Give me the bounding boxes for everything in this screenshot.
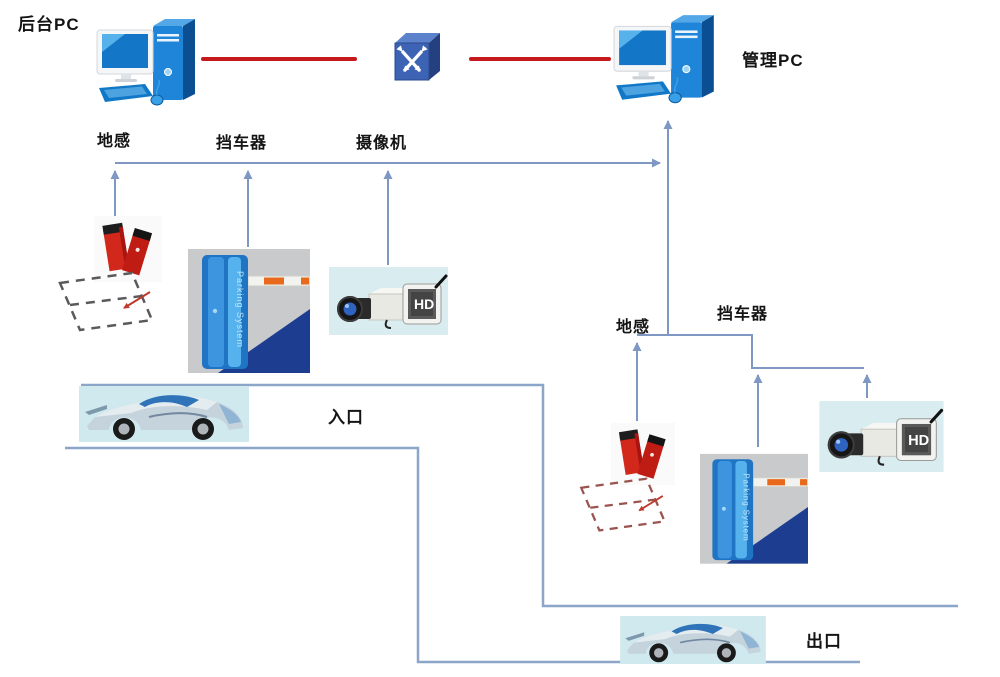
ethernet-link-right <box>469 57 611 61</box>
exit-ground-sensor-label: 地感 <box>616 319 651 336</box>
exit-camera-hd-badge: HD <box>908 433 929 449</box>
exit-ground-sensor-icon <box>611 423 675 485</box>
lane-outline-upper <box>81 383 958 608</box>
exit-induction-loop-icon <box>576 476 678 534</box>
entry-ground-sensor-label: 地感 <box>97 133 132 150</box>
entry-induction-loop-icon <box>58 270 163 334</box>
ethernet-link-left <box>201 57 357 61</box>
entry-barrier-gate-icon: Parking System <box>188 249 310 378</box>
management-pc-label: 管理PC <box>742 51 804 70</box>
entry-camera-label: 摄像机 <box>356 135 408 152</box>
exit-barrier-brand-text: Parking System <box>741 473 750 541</box>
entry-car-image <box>78 386 250 442</box>
exit-barrier-gate-icon: Parking System <box>700 450 808 572</box>
entry-ground-sensor-icon <box>94 216 162 282</box>
entry-camera-icon: HD <box>329 267 448 335</box>
exit-car-image <box>612 616 774 664</box>
management-pc-icon <box>612 14 724 108</box>
exit-camera-icon: HD <box>818 401 945 472</box>
entry-barrier-label: 挡车器 <box>216 135 268 152</box>
backend-pc-icon <box>95 18 205 110</box>
entry-lane-label: 入口 <box>328 408 364 427</box>
network-switch-icon <box>391 31 441 86</box>
backend-pc-label: 后台PC <box>18 15 80 34</box>
exit-bus-line <box>637 334 864 369</box>
entry-camera-hd-badge: HD <box>414 296 434 312</box>
exit-lane-label: 出口 <box>806 632 842 651</box>
exit-barrier-label: 挡车器 <box>717 306 769 323</box>
entry-barrier-brand-text: Parking System <box>235 271 245 348</box>
